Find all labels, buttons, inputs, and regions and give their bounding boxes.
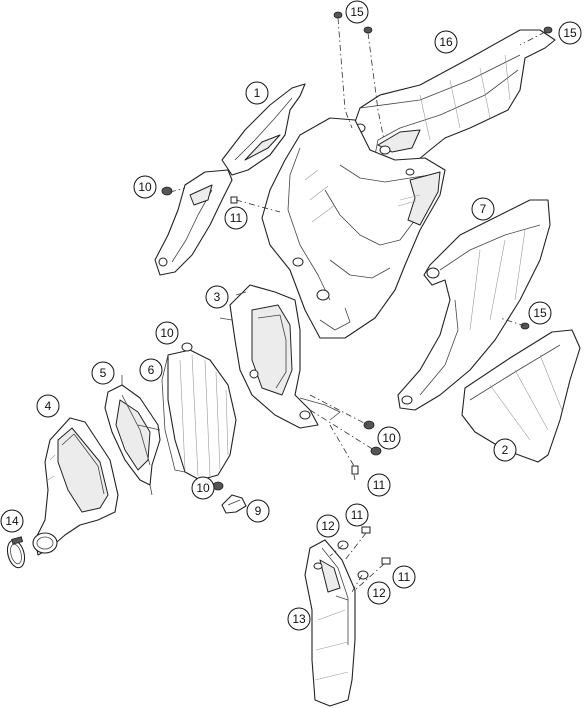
svg-text:15: 15	[563, 26, 577, 40]
callout-15: 15	[528, 301, 552, 325]
callout-13: 13	[287, 607, 311, 631]
part-9-clip	[221, 494, 247, 514]
callout-4: 4	[36, 394, 60, 418]
svg-text:10: 10	[196, 481, 210, 495]
part-airbox-frame	[261, 117, 446, 339]
callout-15: 15	[345, 0, 369, 24]
svg-text:11: 11	[398, 570, 411, 584]
svg-text:14: 14	[5, 514, 19, 528]
callout-12: 12	[367, 581, 391, 605]
svg-text:6: 6	[148, 363, 155, 377]
svg-text:10: 10	[382, 431, 396, 445]
callout-9: 9	[246, 499, 270, 523]
svg-text:15: 15	[350, 5, 364, 19]
svg-text:12: 12	[321, 519, 335, 533]
part-14-hose-clamp	[6, 536, 26, 569]
callout-16: 16	[434, 30, 458, 54]
svg-text:7: 7	[480, 202, 487, 216]
svg-text:11: 11	[351, 508, 364, 522]
svg-text:11: 11	[230, 211, 243, 225]
callout-11: 11	[345, 503, 369, 527]
svg-text:12: 12	[372, 586, 386, 600]
svg-text:15: 15	[533, 306, 547, 320]
callout-11: 11	[224, 206, 248, 230]
part-7-side-panel-right	[397, 199, 551, 411]
svg-text:2: 2	[502, 443, 509, 457]
part-13-lower-shield	[304, 539, 356, 707]
callout-3: 3	[205, 285, 229, 309]
callout-10: 10	[155, 321, 179, 345]
callout-5: 5	[91, 361, 115, 385]
callout-10: 10	[133, 175, 157, 199]
callout-11: 11	[367, 473, 391, 497]
part-1-side-panel-upper	[154, 83, 306, 276]
svg-text:4: 4	[45, 399, 52, 413]
svg-text:3: 3	[214, 290, 221, 304]
callout-10: 10	[377, 426, 401, 450]
svg-text:13: 13	[292, 612, 306, 626]
callout-15: 15	[558, 21, 582, 45]
callout-11: 11	[392, 565, 416, 589]
svg-text:10: 10	[160, 326, 174, 340]
part-6-air-filter	[161, 349, 237, 481]
svg-text:5: 5	[100, 366, 107, 380]
callout-12: 12	[316, 514, 340, 538]
callout-10: 10	[191, 476, 215, 500]
part-2-side-panel-lower	[461, 329, 581, 463]
svg-text:9: 9	[255, 504, 262, 518]
callout-2: 2	[493, 438, 517, 462]
callout-6: 6	[139, 358, 163, 382]
part-3-airbox-cover	[219, 284, 341, 429]
part-4-intake-boot	[32, 417, 119, 556]
callout-14: 14	[0, 509, 24, 533]
svg-text:10: 10	[138, 180, 152, 194]
svg-text:16: 16	[439, 35, 453, 49]
callout-1: 1	[245, 81, 269, 105]
svg-text:1: 1	[254, 86, 261, 100]
part-5-filter-cage	[104, 375, 161, 496]
assembly-leader-lines	[169, 17, 546, 593]
svg-text:11: 11	[373, 478, 386, 492]
callout-7: 7	[471, 197, 495, 221]
